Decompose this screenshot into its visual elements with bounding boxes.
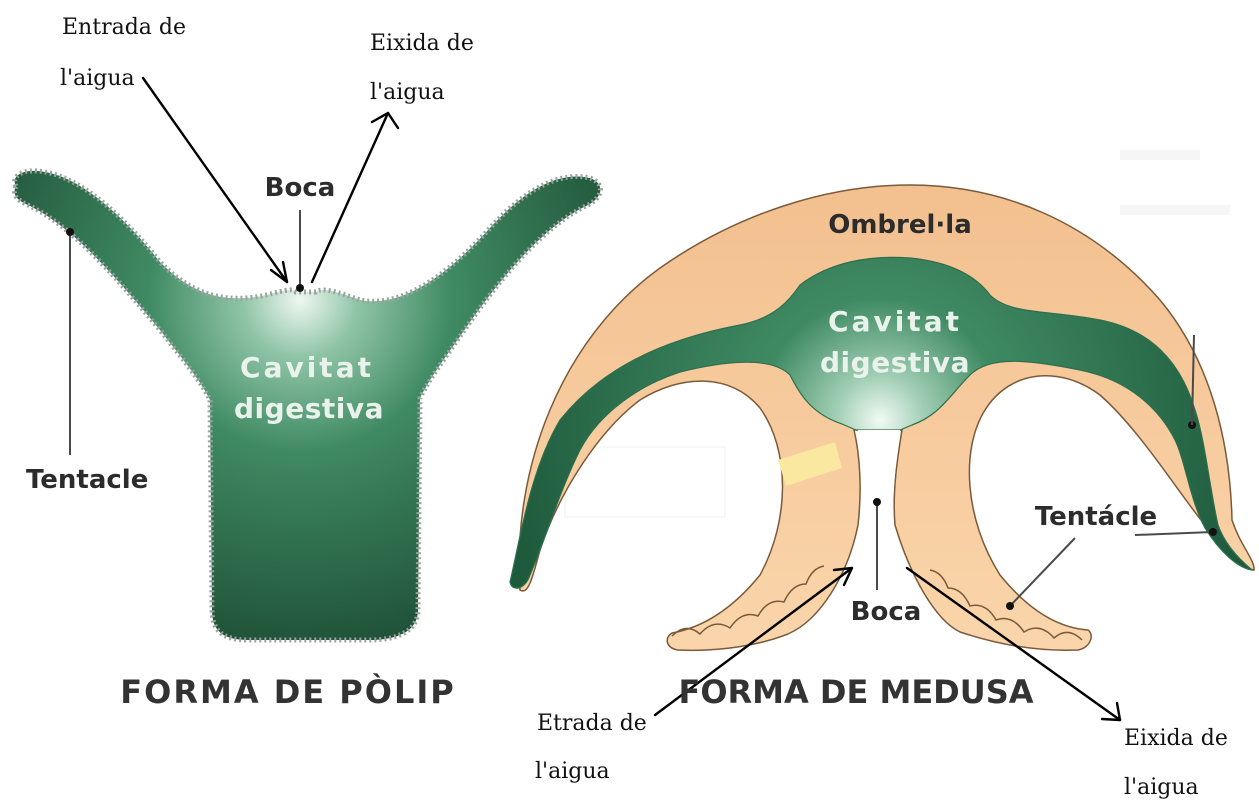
polyp-entrada-label-line1: Entrada de [62, 15, 186, 40]
polyp-tentacle-label: Tentacle [26, 465, 148, 495]
polyp-form-title: FORMA DE PÒLIP [120, 672, 455, 711]
medusa-etrada-label-line1: Etrada de [537, 711, 647, 736]
medusa-digestive-cavity [509, 256, 1255, 589]
medusa-left-arm-scallops [671, 565, 825, 637]
polyp-tentacle-dot [66, 228, 74, 236]
polyp-entrada-label-line2: l'aigua [60, 66, 135, 91]
polyp-eixida-label-line1: Eixida de [370, 31, 474, 56]
polyp-digestiva-label: digestiva [234, 392, 384, 425]
medusa-eixida-label-line2: l'aigua [1124, 775, 1199, 800]
medusa-tentacle-pointer-2 [1134, 531, 1214, 536]
polyp-boca-dot [296, 284, 304, 292]
polyp-entrada-arrow [141, 76, 289, 284]
medusa-ombrella-label: Ombrel·la [828, 210, 972, 240]
medusa-cavitat-label: Cavitat [828, 305, 962, 338]
medusa-etrada-label-line2: l'aigua [535, 759, 610, 784]
polyp-eixida-arrowhead [370, 111, 400, 130]
medusa-tentacle-dot-1 [1006, 602, 1014, 610]
polyp-eixida-label-line2: l'aigua [370, 80, 445, 105]
medusa-tentacle-dot-2 [1209, 528, 1217, 536]
medusa-etrada-arrow [653, 566, 854, 717]
medusa-form-title: FORMA DE MEDUSA [678, 673, 1033, 711]
polyp-boca-label: Boca [265, 173, 336, 203]
medusa-eixida-arrow [905, 566, 1122, 722]
medusa-tentacle-label: Tentácle [1035, 502, 1157, 532]
polyp-body [12, 168, 603, 643]
medusa-boca-dot [873, 498, 881, 506]
polyp-cavitat-label: Cavitat [240, 351, 374, 384]
medusa-canal-pointer [1191, 334, 1195, 426]
medusa-eixida-label-line1: Eixida de [1124, 726, 1228, 751]
medusa-eixida-arrowhead [1100, 701, 1122, 722]
polyp-eixida-arrow [310, 111, 390, 284]
medusa-etrada-arrowhead [832, 566, 854, 587]
medusa-boca-label: Boca [851, 597, 922, 627]
medusa-highlight-patch [778, 442, 842, 486]
medusa-right-arm-scallops [929, 569, 1083, 641]
polyp-entrada-arrowhead [269, 260, 289, 284]
medusa-digestiva-label: digestiva [820, 346, 970, 379]
medusa-tentacle-pointer-1 [1009, 537, 1076, 607]
